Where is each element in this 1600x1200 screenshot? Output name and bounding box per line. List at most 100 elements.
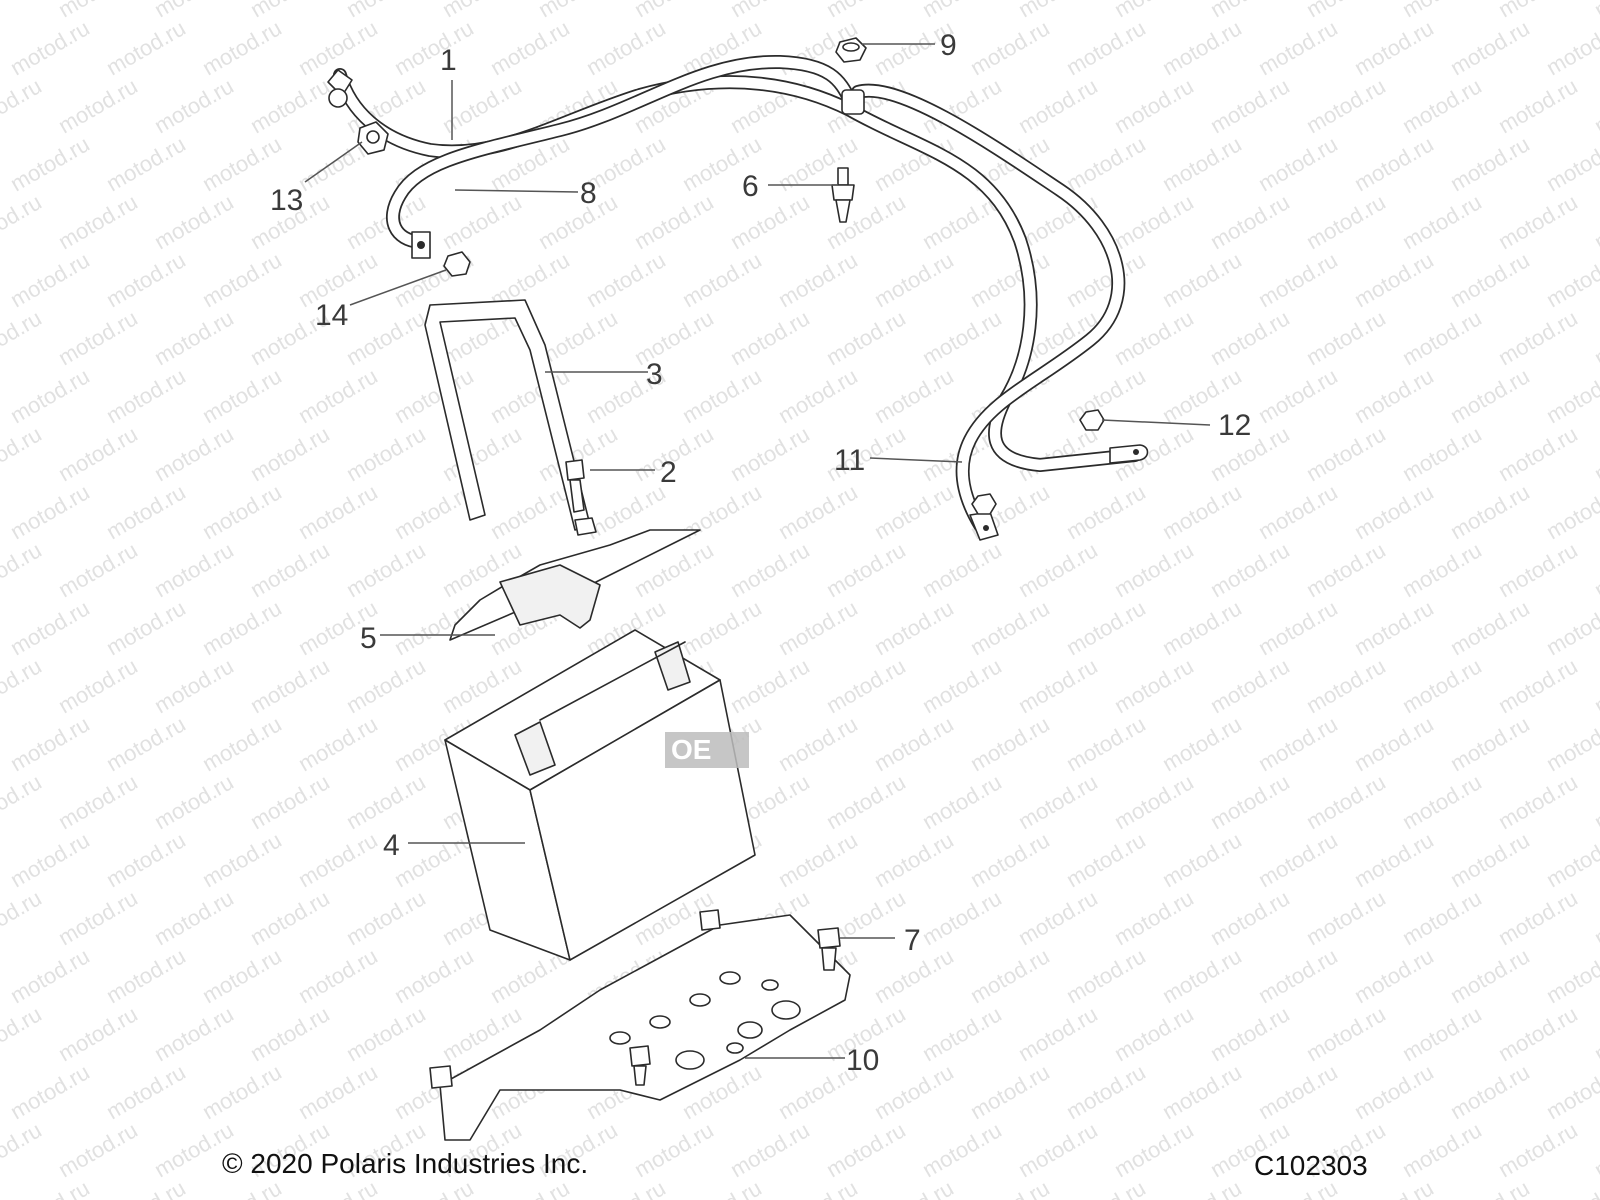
watermark-text: motod.ru xyxy=(1158,1059,1246,1124)
watermark-text: motod.ru xyxy=(102,827,190,892)
callout-6: 6 xyxy=(742,170,759,203)
watermark-text: motod.ru xyxy=(150,189,238,254)
watermark-text: motod.ru xyxy=(1062,15,1150,80)
watermark-text: motod.ru xyxy=(390,363,478,428)
watermark-text: motod.ru xyxy=(1206,0,1294,22)
watermark-text: motod.ru xyxy=(1014,1117,1102,1182)
watermark-text: motod.ru xyxy=(774,363,862,428)
watermark-text: motod.ru xyxy=(246,0,334,22)
watermark-text: motod.ru xyxy=(918,769,1006,834)
watermark-text: motod.ru xyxy=(1494,1001,1582,1066)
watermark-text: motod.ru xyxy=(54,537,142,602)
watermark-text: motod.ru xyxy=(294,479,382,544)
watermark-text: motod.ru xyxy=(1446,711,1534,776)
bolt-6 xyxy=(831,167,855,223)
watermark-text: motod.ru xyxy=(1062,131,1150,196)
watermark-text: motod.ru xyxy=(102,595,190,660)
watermark-text: motod.ru xyxy=(342,0,430,22)
watermark-text: motod.ru xyxy=(102,1175,190,1200)
watermark-text: motod.ru xyxy=(1350,943,1438,1008)
watermark-text: motod.ru xyxy=(198,827,286,892)
watermark-text: motod.ru xyxy=(1062,711,1150,776)
watermark-text: motod.ru xyxy=(1350,247,1438,312)
watermark-text: motod.ru xyxy=(0,0,46,22)
watermark-text: motod.ru xyxy=(246,653,334,718)
watermark-text: motod.ru xyxy=(390,827,478,892)
watermark-text: motod.ru xyxy=(0,885,46,950)
watermark-text: motod.ru xyxy=(0,189,46,254)
callout-3: 3 xyxy=(646,358,663,391)
watermark-text: motod.ru xyxy=(150,885,238,950)
watermark-text: motod.ru xyxy=(1302,0,1390,22)
watermark-text: motod.ru xyxy=(1062,479,1150,544)
watermark-text: motod.ru xyxy=(1542,827,1600,892)
watermark-text: motod.ru xyxy=(870,1059,958,1124)
watermark-text: motod.ru xyxy=(246,885,334,950)
watermark-text: motod.ru xyxy=(198,363,286,428)
watermark-text: motod.ru xyxy=(102,479,190,544)
callout-13: 13 xyxy=(270,184,303,217)
watermark-text: motod.ru xyxy=(6,595,94,660)
watermark-text: motod.ru xyxy=(1254,711,1342,776)
callout-12: 12 xyxy=(1218,409,1251,442)
watermark-text: motod.ru xyxy=(1446,363,1534,428)
watermark-text: motod.ru xyxy=(1590,305,1600,370)
watermark-text: motod.ru xyxy=(1590,189,1600,254)
battery-cable-11 xyxy=(841,83,1126,541)
watermark-text: motod.ru xyxy=(1494,0,1582,22)
watermark-text: motod.ru xyxy=(534,0,622,22)
watermark-text: motod.ru xyxy=(1254,363,1342,428)
watermark-text: motod.ru xyxy=(1350,15,1438,80)
watermark-text: motod.ru xyxy=(822,653,910,718)
watermark-text: motod.ru xyxy=(1014,1001,1102,1066)
watermark-text: motod.ru xyxy=(966,595,1054,660)
watermark-text: motod.ru xyxy=(1350,1059,1438,1124)
watermark-text: motod.ru xyxy=(726,421,814,486)
watermark-text: motod.ru xyxy=(1062,1059,1150,1124)
watermark-text: motod.ru xyxy=(0,1001,46,1066)
watermark-text: motod.ru xyxy=(1590,1117,1600,1182)
battery-pad-5 xyxy=(449,529,701,641)
watermark-text: motod.ru xyxy=(0,421,46,486)
watermark-text: motod.ru xyxy=(6,247,94,312)
watermark-text: motod.ru xyxy=(294,1059,382,1124)
watermark-text: motod.ru xyxy=(1398,305,1486,370)
watermark-text: motod.ru xyxy=(54,305,142,370)
watermark-text: motod.ru xyxy=(102,711,190,776)
watermark-text: motod.ru xyxy=(1590,421,1600,486)
watermark-text: motod.ru xyxy=(822,305,910,370)
watermark-text: motod.ru xyxy=(1494,1117,1582,1182)
watermark-text: motod.ru xyxy=(822,0,910,22)
watermark-text: motod.ru xyxy=(726,653,814,718)
watermark-text: motod.ru xyxy=(486,15,574,80)
watermark-text: motod.ru xyxy=(1398,1117,1486,1182)
watermark-text: motod.ru xyxy=(1110,73,1198,138)
watermark-text: motod.ru xyxy=(6,15,94,80)
watermark-text: motod.ru xyxy=(1014,537,1102,602)
callout-5: 5 xyxy=(360,622,377,655)
watermark-text: motod.ru xyxy=(1494,537,1582,602)
watermark-text: motod.ru xyxy=(534,189,622,254)
watermark-text: motod.ru xyxy=(1158,943,1246,1008)
battery-cable-8 xyxy=(385,54,857,259)
watermark-text: motod.ru xyxy=(1542,15,1600,80)
watermark-text: motod.ru xyxy=(1302,1001,1390,1066)
watermark-text: motod.ru xyxy=(294,943,382,1008)
watermark-text: motod.ru xyxy=(198,479,286,544)
watermark-text: motod.ru xyxy=(54,769,142,834)
watermark-text: motod.ru xyxy=(678,247,766,312)
watermark-text: motod.ru xyxy=(0,537,46,602)
watermark-text: motod.ru xyxy=(726,0,814,22)
watermark-text: motod.ru xyxy=(1158,479,1246,544)
watermark-text: motod.ru xyxy=(1302,769,1390,834)
watermark-text: motod.ru xyxy=(150,0,238,22)
watermark-text: motod.ru xyxy=(966,1175,1054,1200)
watermark-text: motod.ru xyxy=(1350,595,1438,660)
nut-on-cable-11 xyxy=(971,493,997,515)
watermark-text: motod.ru xyxy=(1158,247,1246,312)
watermark-text: motod.ru xyxy=(6,1175,94,1200)
watermark-text: motod.ru xyxy=(1254,15,1342,80)
watermark-text: motod.ru xyxy=(1446,131,1534,196)
watermark-text: motod.ru xyxy=(870,1175,958,1200)
watermark-text: motod.ru xyxy=(1302,421,1390,486)
